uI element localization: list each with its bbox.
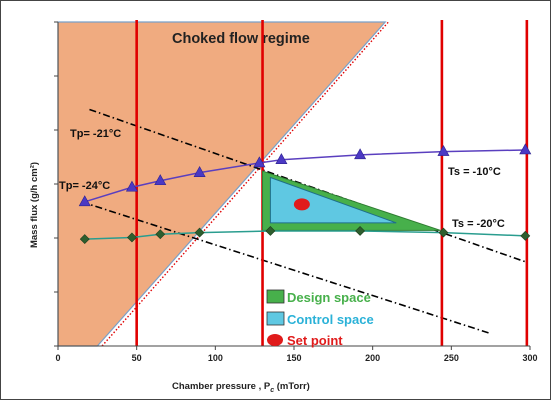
x-tick-label-5: 200 bbox=[365, 353, 380, 363]
annotation-tp-24: Tp= -24°C bbox=[59, 180, 110, 192]
legend-swatch-3 bbox=[267, 334, 283, 346]
set-point-marker bbox=[293, 198, 310, 211]
legend-swatch-1 bbox=[266, 289, 285, 304]
x-axis-title-unit: (mTorr) bbox=[274, 381, 310, 392]
shelf-line-1 bbox=[89, 108, 526, 263]
choked-flow-label: Choked flow regime bbox=[172, 31, 310, 47]
x-tick-label-3: 100 bbox=[208, 353, 223, 363]
series-point-ts10-6 bbox=[275, 153, 288, 164]
x-axis-title-subscript: c bbox=[270, 387, 274, 394]
series-point-ts20-5 bbox=[265, 226, 276, 236]
series-point-ts20-7 bbox=[438, 227, 449, 238]
x-tick-label-6: 250 bbox=[444, 353, 459, 363]
legend-swatch-2 bbox=[266, 311, 285, 326]
legend-label-1: Design space bbox=[287, 290, 371, 305]
x-axis-title-main: Chamber pressure , P bbox=[172, 381, 271, 392]
x-tick-label-4: 150 bbox=[286, 353, 301, 363]
series-point-ts10-3 bbox=[154, 174, 167, 186]
series-layer bbox=[78, 143, 532, 245]
annotation-ts-20: Ts = -20°C bbox=[452, 218, 505, 230]
series-point-ts20-8 bbox=[520, 230, 531, 241]
legend-label-2: Control space bbox=[287, 312, 374, 327]
x-tick-label-7: 300 bbox=[522, 353, 537, 363]
annotation-ts-10: Ts = -10°C bbox=[448, 166, 501, 178]
y-axis-title: Mass flux (g/h cm²) bbox=[29, 162, 40, 248]
series-point-ts10-5 bbox=[253, 156, 266, 168]
x-tick-label-1: 0 bbox=[55, 353, 60, 363]
x-axis-title: Chamber pressure , Pc (mTorr) bbox=[172, 381, 310, 394]
series-point-ts10-9 bbox=[519, 143, 532, 155]
legend-label-3: Set point bbox=[287, 333, 343, 348]
series-point-ts10-7 bbox=[354, 148, 367, 160]
series-point-ts10-2 bbox=[125, 180, 138, 192]
x-tick-label-2: 50 bbox=[132, 353, 142, 363]
series-point-ts10-4 bbox=[193, 166, 206, 177]
series-point-ts20-2 bbox=[127, 232, 137, 243]
shelf-line-2 bbox=[81, 201, 490, 334]
control-space-region bbox=[269, 176, 397, 224]
annotation-tp-21: Tp= -21°C bbox=[70, 128, 121, 140]
series-point-ts20-4 bbox=[194, 227, 205, 238]
series-point-ts20-6 bbox=[355, 226, 366, 236]
series-line-2 bbox=[84, 230, 526, 240]
shelf-temperature-lines bbox=[81, 108, 526, 334]
y-axis-ticks bbox=[54, 21, 58, 347]
x-axis-ticks: 0 50 100 150 200 250 300 bbox=[55, 346, 538, 363]
series-point-ts10-8 bbox=[437, 144, 450, 156]
series-point-ts20-3 bbox=[155, 229, 166, 240]
series-point-ts20-1 bbox=[79, 234, 90, 245]
series-point-ts10-1 bbox=[78, 195, 91, 207]
